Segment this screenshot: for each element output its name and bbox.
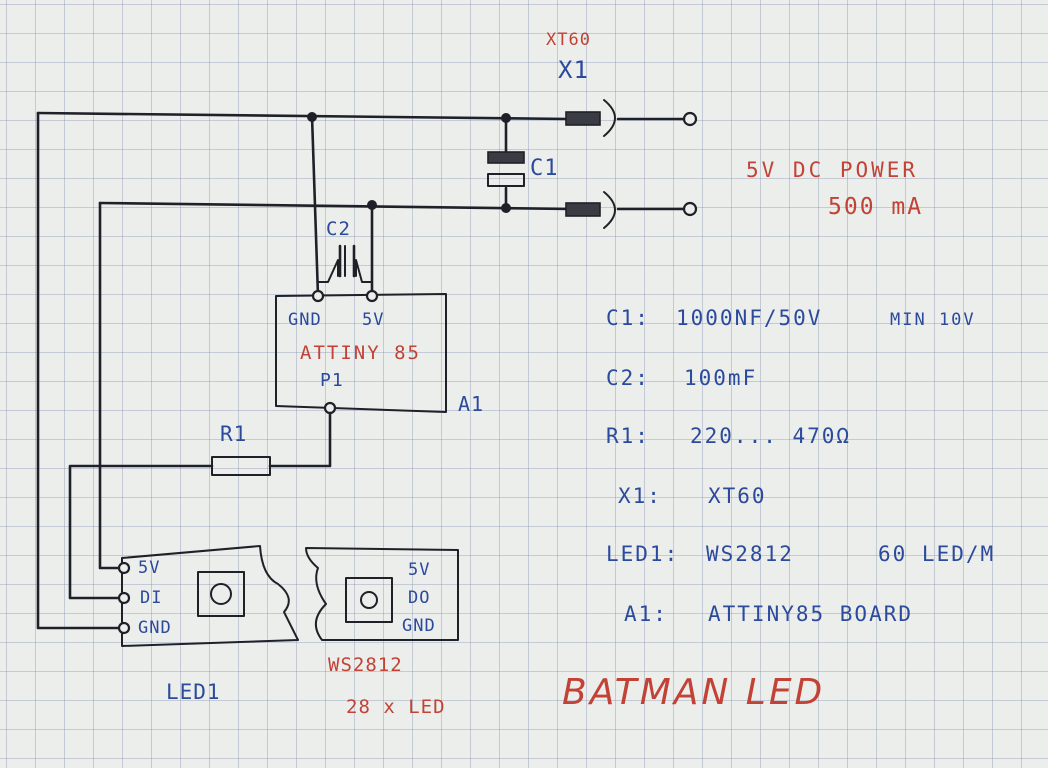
wire-r1-di — [68, 464, 214, 600]
c1-plate-bottom — [487, 173, 525, 187]
led1-segment-outline — [121, 545, 299, 647]
c1-plate-top — [487, 151, 525, 164]
led1-pad-di — [117, 591, 131, 605]
bom-row-led1: LED1: WS2812 60 LED/M — [606, 542, 993, 566]
label-led2-gnd: GND — [402, 616, 436, 636]
resistor-r1 — [211, 456, 271, 476]
label-xt60: XT60 — [546, 30, 591, 50]
label-led1-5v: 5V — [138, 558, 161, 578]
label-strip-type: WS2812 — [328, 654, 403, 676]
label-led2-do: DO — [408, 588, 431, 608]
label-strip-count: 28 x LED — [346, 696, 446, 718]
bom-ref: X1: — [618, 484, 662, 508]
label-power-current: 500 mA — [828, 194, 924, 220]
led1-pad-5v — [117, 561, 131, 575]
junction-5v-c1 — [501, 203, 511, 213]
bom-row-c1: C1: 1000NF/50V MIN 10V — [606, 306, 974, 330]
bom-value: 100mF — [684, 366, 758, 390]
mcu-pin-5v — [365, 289, 379, 303]
bom-ref: A1: — [624, 602, 668, 626]
label-x1: X1 — [558, 56, 589, 84]
label-led1-gnd: GND — [138, 618, 172, 638]
label-led1: LED1 — [166, 680, 221, 704]
wire-c2-right — [355, 259, 373, 283]
led2-segment-outline — [305, 547, 459, 641]
mcu-board-outline — [275, 293, 447, 413]
label-mcu-p1: P1 — [320, 370, 344, 391]
xt60-shell-bottom — [603, 191, 616, 229]
led1-chip — [197, 571, 245, 617]
xt60-contact-bottom — [565, 202, 601, 217]
label-mcu-5v: 5V — [362, 310, 385, 330]
wire-5v-rail — [98, 201, 124, 570]
wire-gnd-top — [36, 111, 572, 121]
bom-row-x1: X1: XT60 — [618, 484, 765, 508]
label-led1-di: DI — [140, 588, 163, 608]
bom-value: 1000NF/50V — [676, 306, 823, 330]
label-mcu-name: ATTINY 85 — [300, 342, 421, 364]
label-a1: A1 — [458, 392, 485, 416]
wire-5v-top — [98, 201, 572, 211]
xt60-terminal-top — [682, 111, 698, 127]
diagram-title: BATMAN LED — [562, 672, 826, 713]
junction-gnd-mcu — [307, 112, 317, 122]
bom-ref: LED1: — [606, 542, 680, 566]
label-led2-5v: 5V — [408, 560, 431, 580]
led2-chip — [345, 577, 393, 623]
bom-ref: R1: — [606, 424, 650, 448]
bom-value: WS2812 — [706, 542, 794, 566]
label-r1: R1 — [220, 422, 248, 446]
bom-value: 220... 470Ω — [690, 424, 852, 448]
xt60-contact-top — [565, 111, 601, 126]
bom-row-r1: R1: 220... 470Ω — [606, 424, 849, 448]
label-c2: C2 — [326, 218, 351, 240]
led2-lens — [360, 591, 378, 609]
wire-gnd-rail — [36, 111, 124, 630]
label-c1: C1 — [530, 156, 559, 181]
xt60-shell-top — [603, 99, 616, 137]
bom-extra: MIN 10V — [890, 310, 976, 330]
bom-row-c2: C2: 100mF — [606, 366, 755, 390]
bom-value: XT60 — [708, 484, 767, 508]
led1-lens — [210, 583, 232, 605]
bom-extra: 60 LED/M — [878, 542, 996, 566]
label-power-voltage: 5V DC POWER — [746, 158, 919, 182]
xt60-terminal-bottom — [682, 201, 698, 217]
led1-pad-gnd — [117, 621, 131, 635]
mcu-pin-gnd — [311, 289, 325, 303]
bom-value: ATTINY85 BOARD — [708, 602, 914, 626]
junction-gnd-c1 — [501, 113, 511, 123]
junction-5v-mcu — [367, 200, 377, 210]
label-mcu-gnd: GND — [288, 310, 322, 330]
wire-p1-r1 — [268, 411, 332, 468]
bom-ref: C1: — [606, 306, 650, 330]
wire-mcu-gnd — [310, 114, 320, 298]
wire-c2-left — [317, 259, 339, 283]
mcu-pin-p1 — [323, 401, 337, 415]
bom-row-a1: A1: ATTINY85 BOARD — [624, 602, 911, 626]
bom-ref: C2: — [606, 366, 650, 390]
